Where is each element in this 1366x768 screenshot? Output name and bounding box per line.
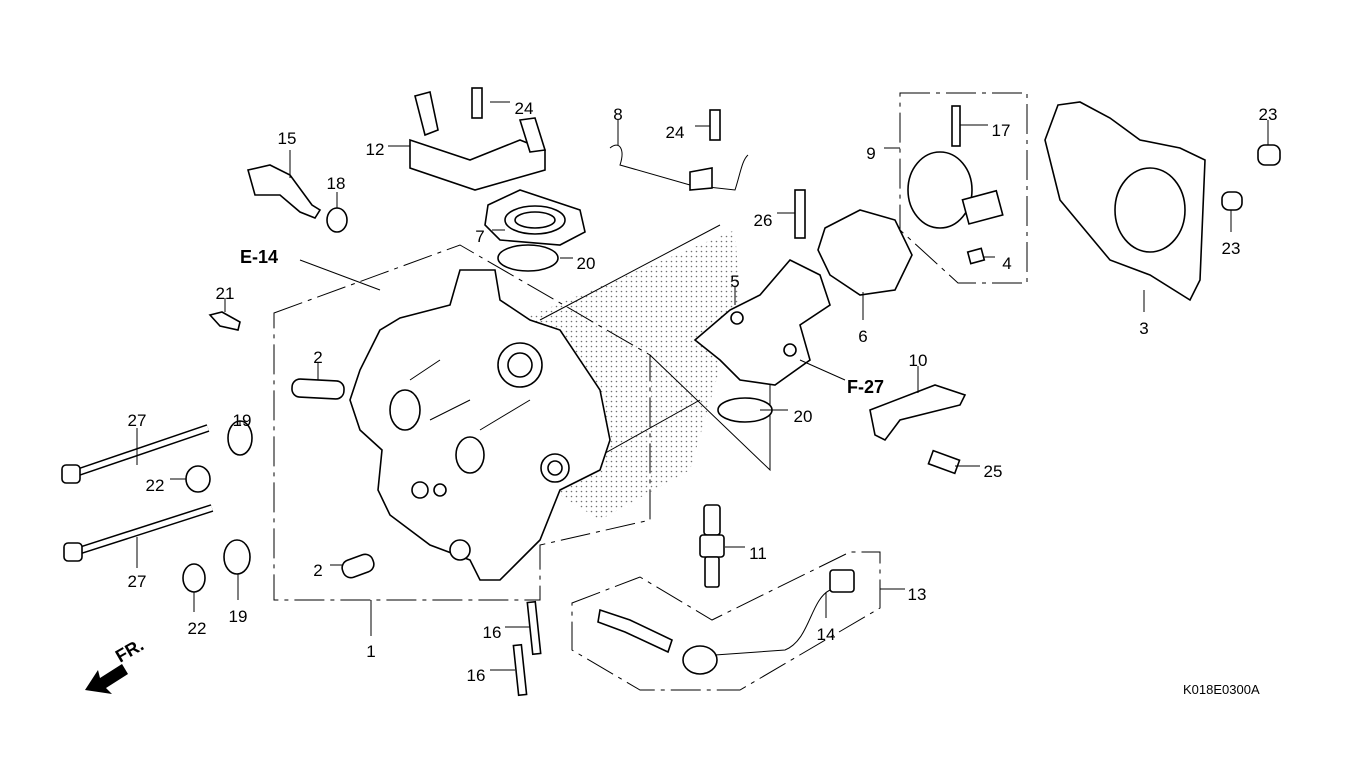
callout-part-23[interactable]: 23	[1259, 105, 1278, 124]
sensor-13-body	[682, 645, 718, 675]
callout-part-19[interactable]: 19	[229, 607, 248, 626]
screw-17	[951, 105, 961, 147]
callout-part-3[interactable]: 3	[1139, 319, 1148, 338]
stud-16-top	[526, 600, 542, 656]
dowel-pin-2-top	[291, 378, 345, 400]
callout-part-27[interactable]: 27	[128, 411, 147, 430]
sensor-harness	[714, 589, 831, 656]
nut-22-bottom	[182, 563, 206, 593]
sensor-13	[597, 608, 673, 654]
wire-8-tab	[689, 167, 713, 191]
bolt-24-left	[471, 87, 483, 119]
callout-part-16[interactable]: 16	[483, 623, 502, 642]
callout-part-26[interactable]: 26	[754, 211, 773, 230]
bolt-25	[927, 449, 961, 475]
leader-lines	[136, 101, 1269, 671]
joint-6	[817, 209, 913, 296]
callout-part-9[interactable]: 9	[866, 144, 875, 163]
callout-part-4[interactable]: 4	[1002, 254, 1011, 273]
callout-part-12[interactable]: 12	[366, 140, 385, 159]
callout-part-5[interactable]: 5	[730, 272, 739, 291]
gasket-3	[1044, 101, 1206, 302]
sensor-group-boundary	[571, 551, 881, 691]
dowel-23-top	[1257, 144, 1281, 166]
callout-part-8[interactable]: 8	[613, 105, 622, 124]
bolt-27-bottom	[63, 504, 214, 562]
callout-part-20[interactable]: 20	[577, 254, 596, 273]
stud-16-bottom	[512, 643, 528, 697]
front-indicator-label: FR.	[112, 635, 147, 667]
callout-part-1[interactable]: 1	[366, 642, 375, 661]
bolt-27-top	[61, 424, 210, 484]
callout-part-20[interactable]: 20	[794, 407, 813, 426]
o-ring-20-top	[497, 244, 559, 272]
callout-group: 1223456789101112131415161617181919202021…	[128, 99, 1278, 685]
callout-part-23[interactable]: 23	[1222, 239, 1241, 258]
wire-8	[609, 144, 749, 191]
dowel-pin-2-bottom	[341, 553, 375, 579]
cylinder-head-group-boundary	[273, 244, 651, 601]
callout-part-13[interactable]: 13	[908, 585, 927, 604]
dowel-23-bottom	[1221, 191, 1243, 211]
callout-part-22[interactable]: 22	[188, 619, 207, 638]
callout-part-10[interactable]: 10	[909, 351, 928, 370]
reference-e14[interactable]: E-14	[240, 247, 278, 267]
insulator-7	[484, 189, 586, 246]
callout-part-11[interactable]: 11	[749, 544, 767, 563]
callout-part-2[interactable]: 2	[313, 561, 322, 580]
callout-part-17[interactable]: 17	[992, 121, 1011, 140]
nut-22-top	[185, 465, 211, 493]
callout-part-15[interactable]: 15	[278, 129, 297, 148]
callout-part-27[interactable]: 27	[128, 572, 147, 591]
cylinder-head	[349, 269, 611, 581]
diagram-code: K018E0300A	[1183, 682, 1260, 697]
connector-14	[829, 569, 855, 593]
reference-f27[interactable]: F-27	[847, 377, 884, 397]
clamp-9-tab	[961, 189, 1004, 225]
intake-manifold-5	[693, 259, 831, 386]
callout-part-21[interactable]: 21	[216, 284, 235, 303]
nut-4	[966, 247, 986, 265]
washer-18	[326, 207, 348, 233]
callout-part-16[interactable]: 16	[467, 666, 486, 685]
clamp-group-boundary	[899, 92, 1028, 284]
washer-19-bottom	[223, 539, 251, 575]
front-arrow-icon	[85, 664, 128, 694]
callout-part-7[interactable]: 7	[475, 227, 484, 246]
callout-part-18[interactable]: 18	[327, 174, 346, 193]
clamp-9	[907, 151, 973, 229]
bolt-21	[208, 311, 241, 331]
callout-part-22[interactable]: 22	[146, 476, 165, 495]
callout-part-14[interactable]: 14	[817, 625, 836, 644]
spark-plug-11	[699, 504, 725, 588]
bracket-10	[869, 384, 967, 442]
callout-part-19[interactable]: 19	[233, 411, 252, 430]
callout-part-24[interactable]: 24	[666, 123, 685, 142]
callout-part-2[interactable]: 2	[313, 348, 322, 367]
sensor-15	[247, 164, 322, 219]
callout-part-24[interactable]: 24	[515, 99, 534, 118]
bracket-12	[409, 91, 547, 191]
callout-part-6[interactable]: 6	[858, 327, 867, 346]
bolt-24-right	[709, 109, 721, 141]
bolt-26	[794, 189, 806, 239]
callout-part-25[interactable]: 25	[984, 462, 1003, 481]
